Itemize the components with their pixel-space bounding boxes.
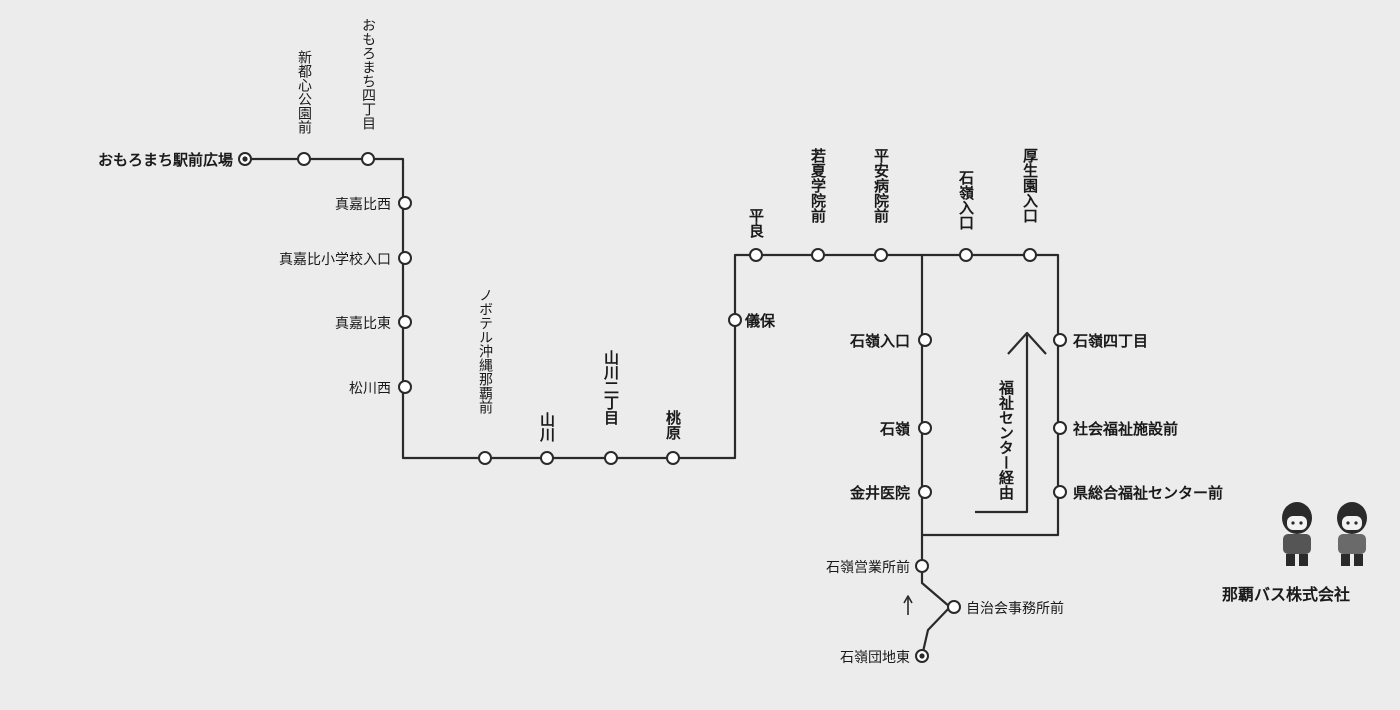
stop-ishimine-eigyosho-mae <box>915 559 929 573</box>
stop-makabi-nishi <box>398 196 412 210</box>
vertical-stop-labels: 新都心公園前 おもろまち四丁目 ノボテル沖縄那覇前 山川 山川二丁目 桃原 平良… <box>296 18 1039 442</box>
mascot-figure-icon <box>1337 502 1367 566</box>
label-makabi-higashi: 真嘉比東 <box>335 316 391 332</box>
stop-tobaru <box>666 451 680 465</box>
label-makabi-shogakko-iriguchi: 真嘉比小学校入口 <box>279 251 391 268</box>
stop-yamakawa <box>540 451 554 465</box>
terminal-ishimine-danchi-higashi <box>915 649 929 663</box>
label-ishimine-iriguchi: 石嶺入口 <box>849 332 910 350</box>
stop-jichikai-jimusho-mae <box>947 600 961 614</box>
stop-matsukawa-nishi <box>398 380 412 394</box>
route-segment-omoromachi <box>245 157 1060 537</box>
label-heian-byoin-mae: 平安病院前 <box>872 148 890 224</box>
label-novotel: ノボテル沖縄那覇前 <box>477 288 493 415</box>
label-heira: 平良 <box>747 208 765 239</box>
label-tobaru: 桃原 <box>664 409 682 441</box>
stop-koseien-iriguchi <box>1023 248 1037 262</box>
label-ishimine-4chome: 石嶺四丁目 <box>1072 332 1148 350</box>
stop-heian-byoin-mae <box>874 248 888 262</box>
label-yamakawa-2chome: 山川二丁目 <box>602 350 620 426</box>
stop-kanai-iin <box>918 485 932 499</box>
label-wakanatsu-gakuin-mae: 若夏学院前 <box>809 147 827 224</box>
label-ishimine-eigyosho-mae: 石嶺営業所前 <box>826 559 910 576</box>
route-segment-jichikai-loop <box>920 568 952 657</box>
stop-ishimine-4chome <box>1053 333 1067 347</box>
stop-ishimine-iriguchi <box>918 333 932 347</box>
via-arrow-shaft <box>975 335 1029 514</box>
label-koseien-iriguchi: 厚生園入口 <box>1021 148 1039 223</box>
label-gibo: 儀保 <box>744 312 776 330</box>
terminal-center-dot <box>919 653 925 659</box>
mascot-figure-icon <box>1282 502 1312 566</box>
label-ken-sogo-fukushi-center-mae: 県総合福祉センター前 <box>1073 484 1223 502</box>
label-omoromachi-4chome: おもろまち四丁目 <box>360 18 376 130</box>
label-omoromachi-ekimae-hiroba: おもろまち駅前広場 <box>98 151 233 169</box>
label-yamakawa: 山川 <box>538 412 556 442</box>
stop-markers <box>238 152 1067 663</box>
terminal-omoromachi <box>238 152 252 166</box>
stop-makabi-higashi <box>398 315 412 329</box>
label-ishimine-danchi-higashi: 石嶺団地東 <box>840 650 910 666</box>
label-jichikai-jimusho-mae: 自治会事務所前 <box>966 600 1064 617</box>
stop-gibo <box>728 313 742 327</box>
stop-makabi-shogakko-iriguchi <box>398 251 412 265</box>
route-lines <box>245 157 1060 657</box>
stop-omoromachi-4chome <box>361 152 375 166</box>
stop-wakanatsu-gakuin-mae <box>811 248 825 262</box>
label-ishimine-iriguchi-top: 石嶺入口 <box>957 170 975 230</box>
company-name: 那覇バス株式会社 <box>1222 585 1350 604</box>
stop-heira <box>749 248 763 262</box>
label-matsukawa-nishi: 松川西 <box>349 381 391 397</box>
stop-novotel <box>478 451 492 465</box>
terminal-center-dot <box>242 156 248 162</box>
label-ishimine: 石嶺 <box>879 420 910 438</box>
via-arrow-head <box>1007 331 1047 355</box>
direction-arrow-head <box>903 595 913 604</box>
stop-shintoshin-koen-mae <box>297 152 311 166</box>
stop-labels: おもろまち駅前広場 真嘉比西 真嘉比小学校入口 真嘉比東 松川西 儀保 石嶺入口… <box>98 151 1223 666</box>
label-makabi-nishi: 真嘉比西 <box>335 197 391 213</box>
stop-ken-sogo-fukushi-center-mae <box>1053 485 1067 499</box>
stop-shakai-fukushi-shisetsu-mae <box>1053 421 1067 435</box>
label-shintoshin-koen-mae: 新都心公園前 <box>296 50 312 135</box>
label-shakai-fukushi-shisetsu-mae: 社会福祉施設前 <box>1072 420 1178 438</box>
label-via-fukushi-center: 福祉センター経由 <box>997 379 1015 501</box>
stop-ishimine <box>918 421 932 435</box>
label-kanai-iin: 金井医院 <box>849 484 910 502</box>
stop-ishimine-iriguchi-top <box>959 248 973 262</box>
stop-yamakawa-2chome <box>604 451 618 465</box>
